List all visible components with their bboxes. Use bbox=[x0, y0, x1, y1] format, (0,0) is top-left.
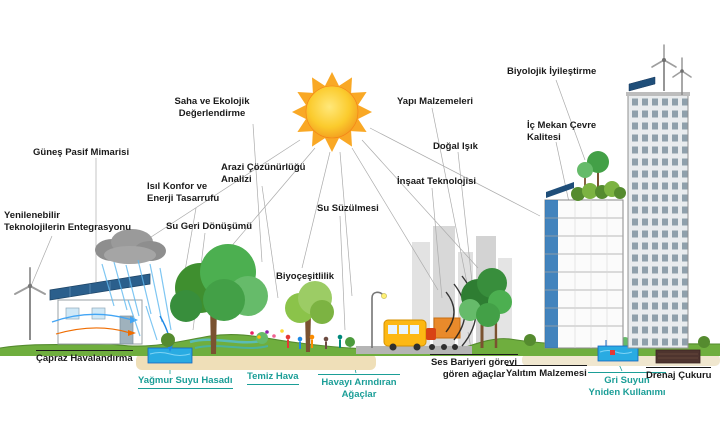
label-saha-ve-ekolojik-degerlendirme: Saha ve Ekolojik Değerlendirme bbox=[174, 96, 250, 120]
sun-icon bbox=[292, 72, 372, 152]
passive-solar-house bbox=[49, 273, 151, 345]
eco-building-solar-panel bbox=[546, 182, 574, 198]
truck-icon bbox=[426, 317, 461, 350]
people-figures bbox=[285, 334, 343, 349]
wind-turbine-icon bbox=[14, 267, 46, 340]
soil-section-left bbox=[136, 354, 376, 370]
label-isil-konfor-enerji-tasarrufu: Isıl Konfor ve Enerji Tasarrufu bbox=[147, 181, 220, 205]
label-yalitim-malzemesi: Yalıtım Malzemesi bbox=[506, 365, 587, 380]
drainage-pit bbox=[655, 349, 701, 364]
label-havayi-arindiran-agaclar: Havayı Arındıran Ağaçlar bbox=[318, 374, 400, 402]
connector-lines bbox=[30, 79, 679, 367]
label-dogal-isik: Doğal Işık bbox=[433, 141, 478, 152]
label-ic-mekan-cevre-kalitesi: İç Mekan Çevre Kalitesi bbox=[527, 120, 597, 144]
flowers bbox=[250, 329, 284, 339]
label-yenilenebilir-entegrasyon: Yenilenebilir Teknolojilerin Entegrasyon… bbox=[4, 210, 132, 234]
road bbox=[356, 346, 472, 354]
rainwater-tank bbox=[147, 347, 193, 364]
label-insaat-teknolojisi: İnşaat Teknolojisi bbox=[397, 176, 477, 187]
green-roof bbox=[571, 151, 626, 201]
label-temiz-hava: Temiz Hava bbox=[247, 371, 299, 386]
sound-barrier-trees bbox=[459, 268, 512, 348]
label-gri-suyun-kullanimi: Gri Suyun Yniden Kullanımı bbox=[588, 372, 666, 400]
label-drenaj-cukuru: Drenaj Çukuru bbox=[646, 367, 712, 382]
eco-building bbox=[544, 151, 626, 349]
label-su-suzulmesi: Su Süzülmesi bbox=[317, 203, 379, 214]
label-biyocesitlilik: Biyoçeşitlilik bbox=[276, 271, 335, 282]
label-yapi-malzemeleri: Yapı Malzemeleri bbox=[397, 96, 474, 107]
small-tree bbox=[285, 281, 334, 352]
label-yagmur-suyu-hasadi: Yağmur Suyu Hasadı bbox=[138, 375, 233, 390]
large-tree bbox=[170, 244, 268, 354]
rooftop-wind-turbines bbox=[651, 44, 692, 95]
skyscraper bbox=[626, 44, 692, 349]
rooftop-solar-panels bbox=[628, 76, 656, 92]
label-ses-bariyeri-agaclar: Ses Bariyeri görevi gören ağaçlar bbox=[430, 354, 518, 382]
label-capraz-havalandirma: Çapraz Havalandırma bbox=[36, 350, 133, 365]
label-biyolojik-iyilestirme: Biyolojik İyileştirme bbox=[507, 66, 597, 77]
rain-cloud-icon bbox=[95, 229, 166, 264]
label-su-geri-donusumu: Su Geri Dönüşümü bbox=[166, 221, 253, 232]
bus-icon bbox=[383, 319, 427, 351]
label-gunes-pasif-mimarisi: Güneş Pasif Mimarisi bbox=[33, 147, 130, 158]
rain bbox=[101, 259, 172, 341]
label-arazi-cozunurlugu-analizi: Arazi Çözünürlüğü Analizi bbox=[221, 162, 306, 186]
greywater-tank bbox=[597, 340, 639, 362]
street-lamp-icon bbox=[371, 291, 387, 348]
